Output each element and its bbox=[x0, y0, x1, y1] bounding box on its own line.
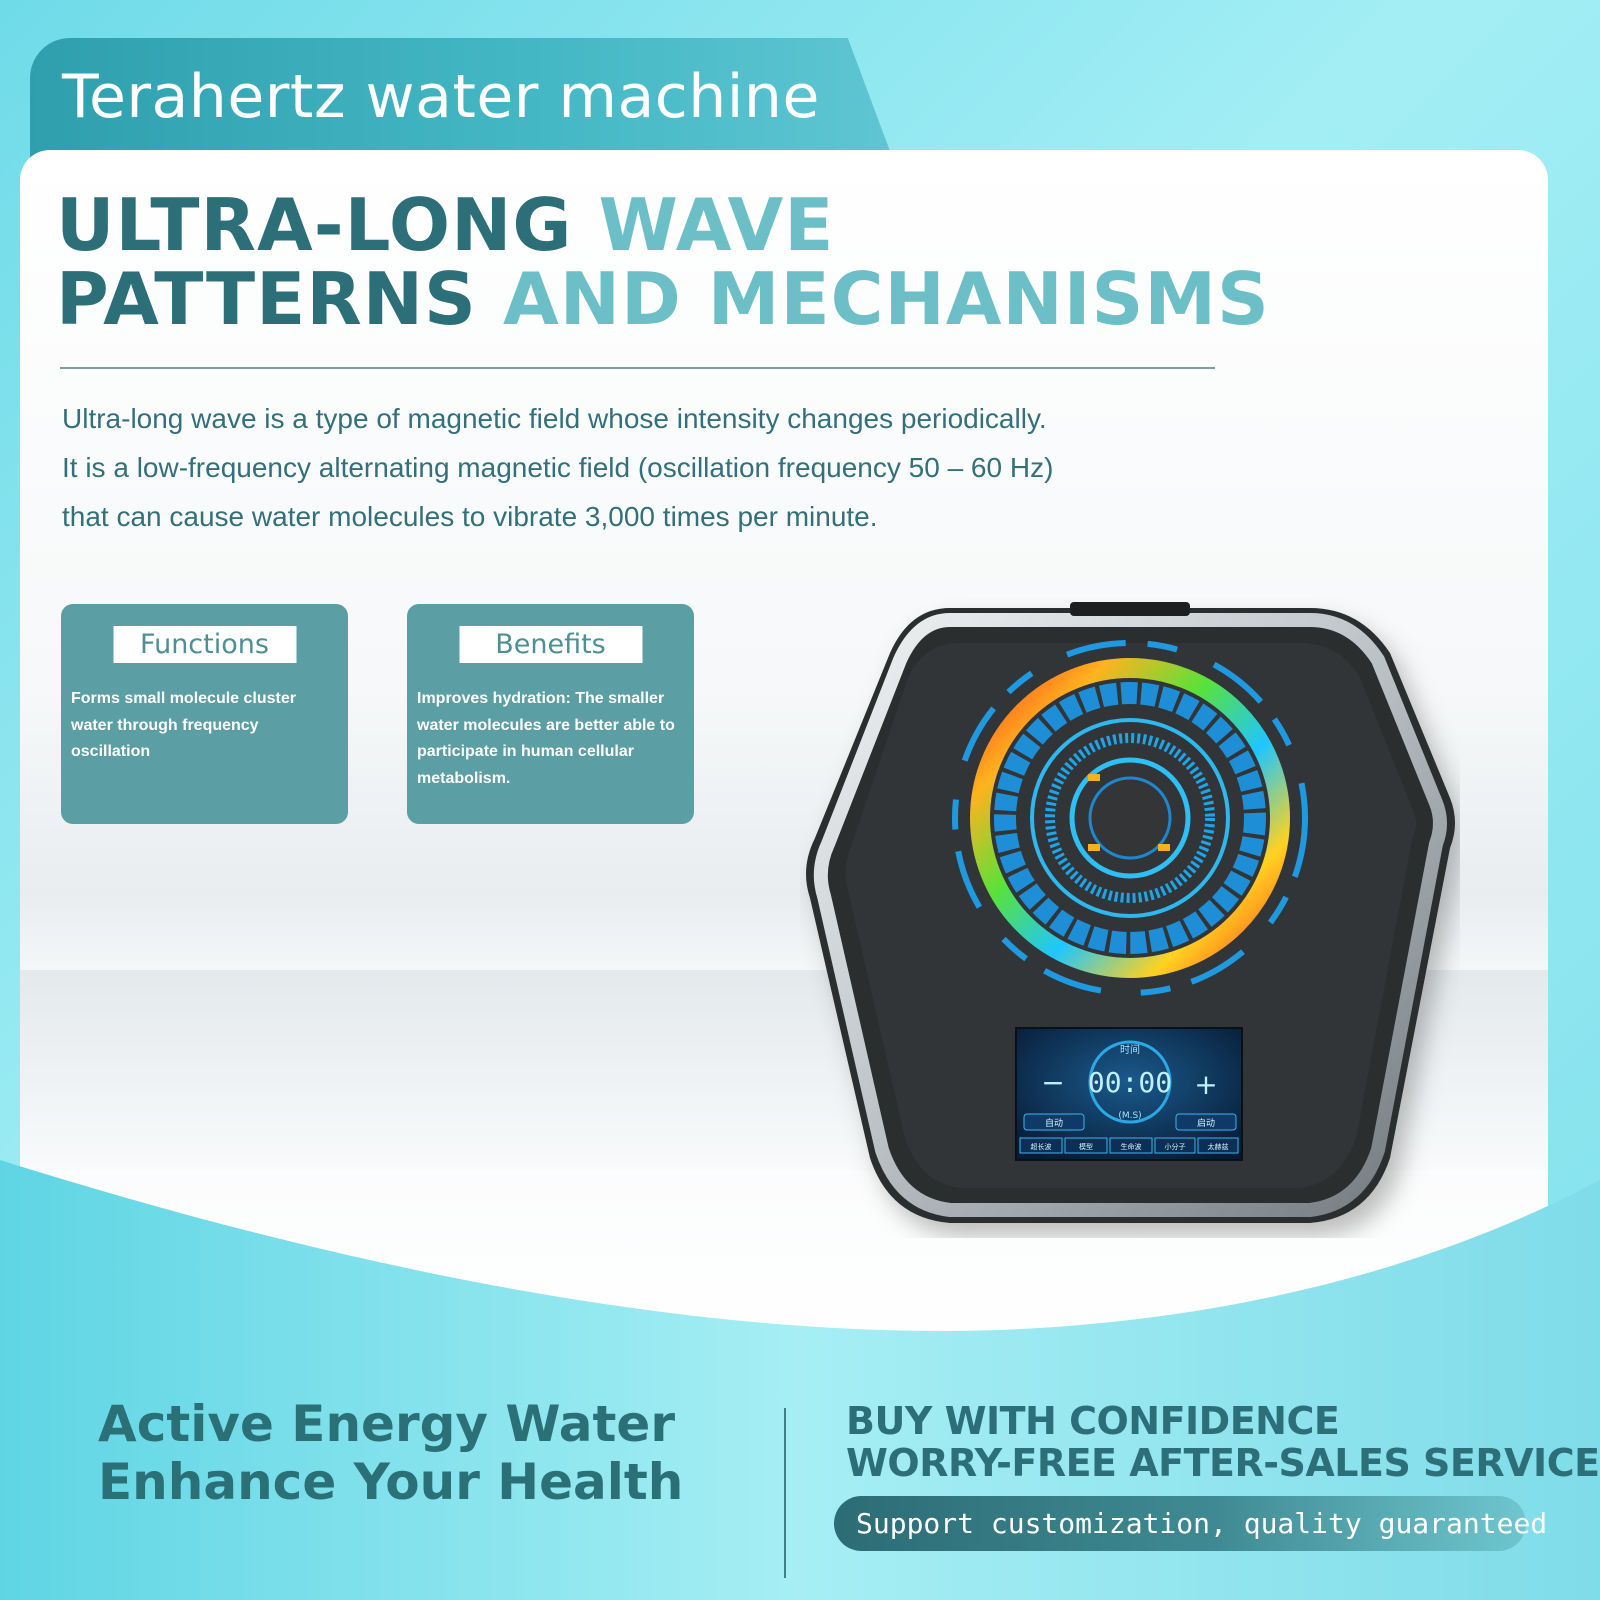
mode-bar: 超长波 模型 生命波 小分子 太赫兹 bbox=[1019, 1137, 1239, 1154]
outer-dashed-ring bbox=[952, 640, 1308, 996]
description-line-3: that can cause water molecules to vibrat… bbox=[62, 501, 878, 532]
mode-label: 太赫兹 bbox=[1208, 1142, 1229, 1151]
mode-label: 模型 bbox=[1079, 1142, 1093, 1151]
start-button-label: 启动 bbox=[1197, 1117, 1215, 1129]
functions-box: Functions Forms small molecule cluster w… bbox=[61, 604, 348, 824]
device-top-slot bbox=[1070, 602, 1190, 616]
page-title: Terahertz water machine bbox=[62, 62, 820, 132]
inner-ring-1 bbox=[1030, 718, 1230, 918]
footer-divider bbox=[784, 1408, 786, 1578]
screen-title: 时间 bbox=[1120, 1043, 1140, 1056]
description-paragraph: Ultra-long wave is a type of magnetic fi… bbox=[62, 394, 1212, 541]
decrease-button[interactable]: − bbox=[1041, 1066, 1064, 1099]
timer-display: 00:00 bbox=[1088, 1066, 1172, 1099]
blue-segment-ring bbox=[994, 682, 1266, 954]
mode-button[interactable] bbox=[1019, 1137, 1063, 1154]
rainbow-ring bbox=[970, 658, 1290, 978]
mode-button[interactable] bbox=[1109, 1137, 1153, 1154]
main-headline: ULTRA-LONG WAVE PATTERNS AND MECHANISMS bbox=[56, 188, 1270, 336]
indicator-light bbox=[1158, 844, 1170, 851]
footer-slogan-line-1: Active Energy Water bbox=[98, 1395, 675, 1453]
indicator-light bbox=[1088, 844, 1100, 851]
mode-button[interactable] bbox=[1197, 1137, 1239, 1154]
footer-slogan: Active Energy Water Enhance Your Health bbox=[98, 1395, 683, 1511]
footer-slogan-line-2: Enhance Your Health bbox=[98, 1453, 684, 1511]
footer-guarantee-line-2: WORRY-FREE AFTER-SALES SERVICE bbox=[846, 1441, 1600, 1485]
mode-label: 小分子 bbox=[1165, 1142, 1186, 1151]
mode-label: 生命波 bbox=[1121, 1142, 1142, 1151]
benefits-label: Benefits bbox=[459, 626, 642, 663]
headline-line-1-light: WAVE bbox=[598, 183, 835, 267]
control-screen[interactable]: 时间 00:00 (M.S) − + 自动 启动 超长波 模型 生命波 小分子 … bbox=[1015, 1027, 1243, 1161]
headline-line-2-light: AND MECHANISMS bbox=[502, 257, 1270, 341]
headline-line-1-dark: ULTRA-LONG bbox=[56, 183, 599, 267]
description-line-2: It is a low-frequency alternating magnet… bbox=[62, 452, 1054, 483]
functions-label: Functions bbox=[113, 626, 296, 663]
increase-button[interactable]: + bbox=[1194, 1068, 1217, 1101]
benefits-text: Improves hydration: The smaller water mo… bbox=[417, 690, 675, 787]
customization-pill-text: Support customization, quality guarantee… bbox=[856, 1507, 1548, 1540]
benefits-box: Benefits Improves hydration: The smaller… bbox=[407, 604, 694, 824]
auto-button-label: 自动 bbox=[1045, 1117, 1063, 1129]
functions-text: Forms small molecule cluster water throu… bbox=[71, 690, 296, 760]
mode-label: 超长波 bbox=[1031, 1142, 1052, 1151]
bottom-wave-background bbox=[0, 1160, 1600, 1600]
headline-divider bbox=[60, 367, 1215, 369]
headline-line-2-dark: PATTERNS bbox=[56, 257, 503, 341]
headline-line-1: ULTRA-LONG WAVE bbox=[56, 188, 1270, 262]
mode-button[interactable] bbox=[1064, 1137, 1108, 1154]
inner-ring-2 bbox=[1045, 733, 1215, 903]
inner-ring-3 bbox=[1069, 757, 1191, 879]
headline-line-2: PATTERNS AND MECHANISMS bbox=[56, 262, 1270, 336]
footer-guarantee: BUY WITH CONFIDENCE WORRY-FREE AFTER-SAL… bbox=[846, 1400, 1600, 1484]
auto-button[interactable] bbox=[1023, 1113, 1085, 1131]
indicator-light bbox=[1088, 774, 1100, 781]
mode-button[interactable] bbox=[1154, 1137, 1196, 1154]
start-button[interactable] bbox=[1175, 1113, 1237, 1131]
core-circle bbox=[1088, 776, 1172, 860]
footer-guarantee-line-1: BUY WITH CONFIDENCE bbox=[846, 1399, 1340, 1443]
timer-unit: (M.S) bbox=[1118, 1111, 1141, 1121]
customization-pill: Support customization, quality guarantee… bbox=[834, 1496, 1547, 1551]
description-line-1: Ultra-long wave is a type of magnetic fi… bbox=[62, 403, 1047, 434]
terahertz-device-illustration: 时间 00:00 (M.S) − + 自动 启动 超长波 模型 生命波 小分子 … bbox=[806, 602, 1455, 1223]
